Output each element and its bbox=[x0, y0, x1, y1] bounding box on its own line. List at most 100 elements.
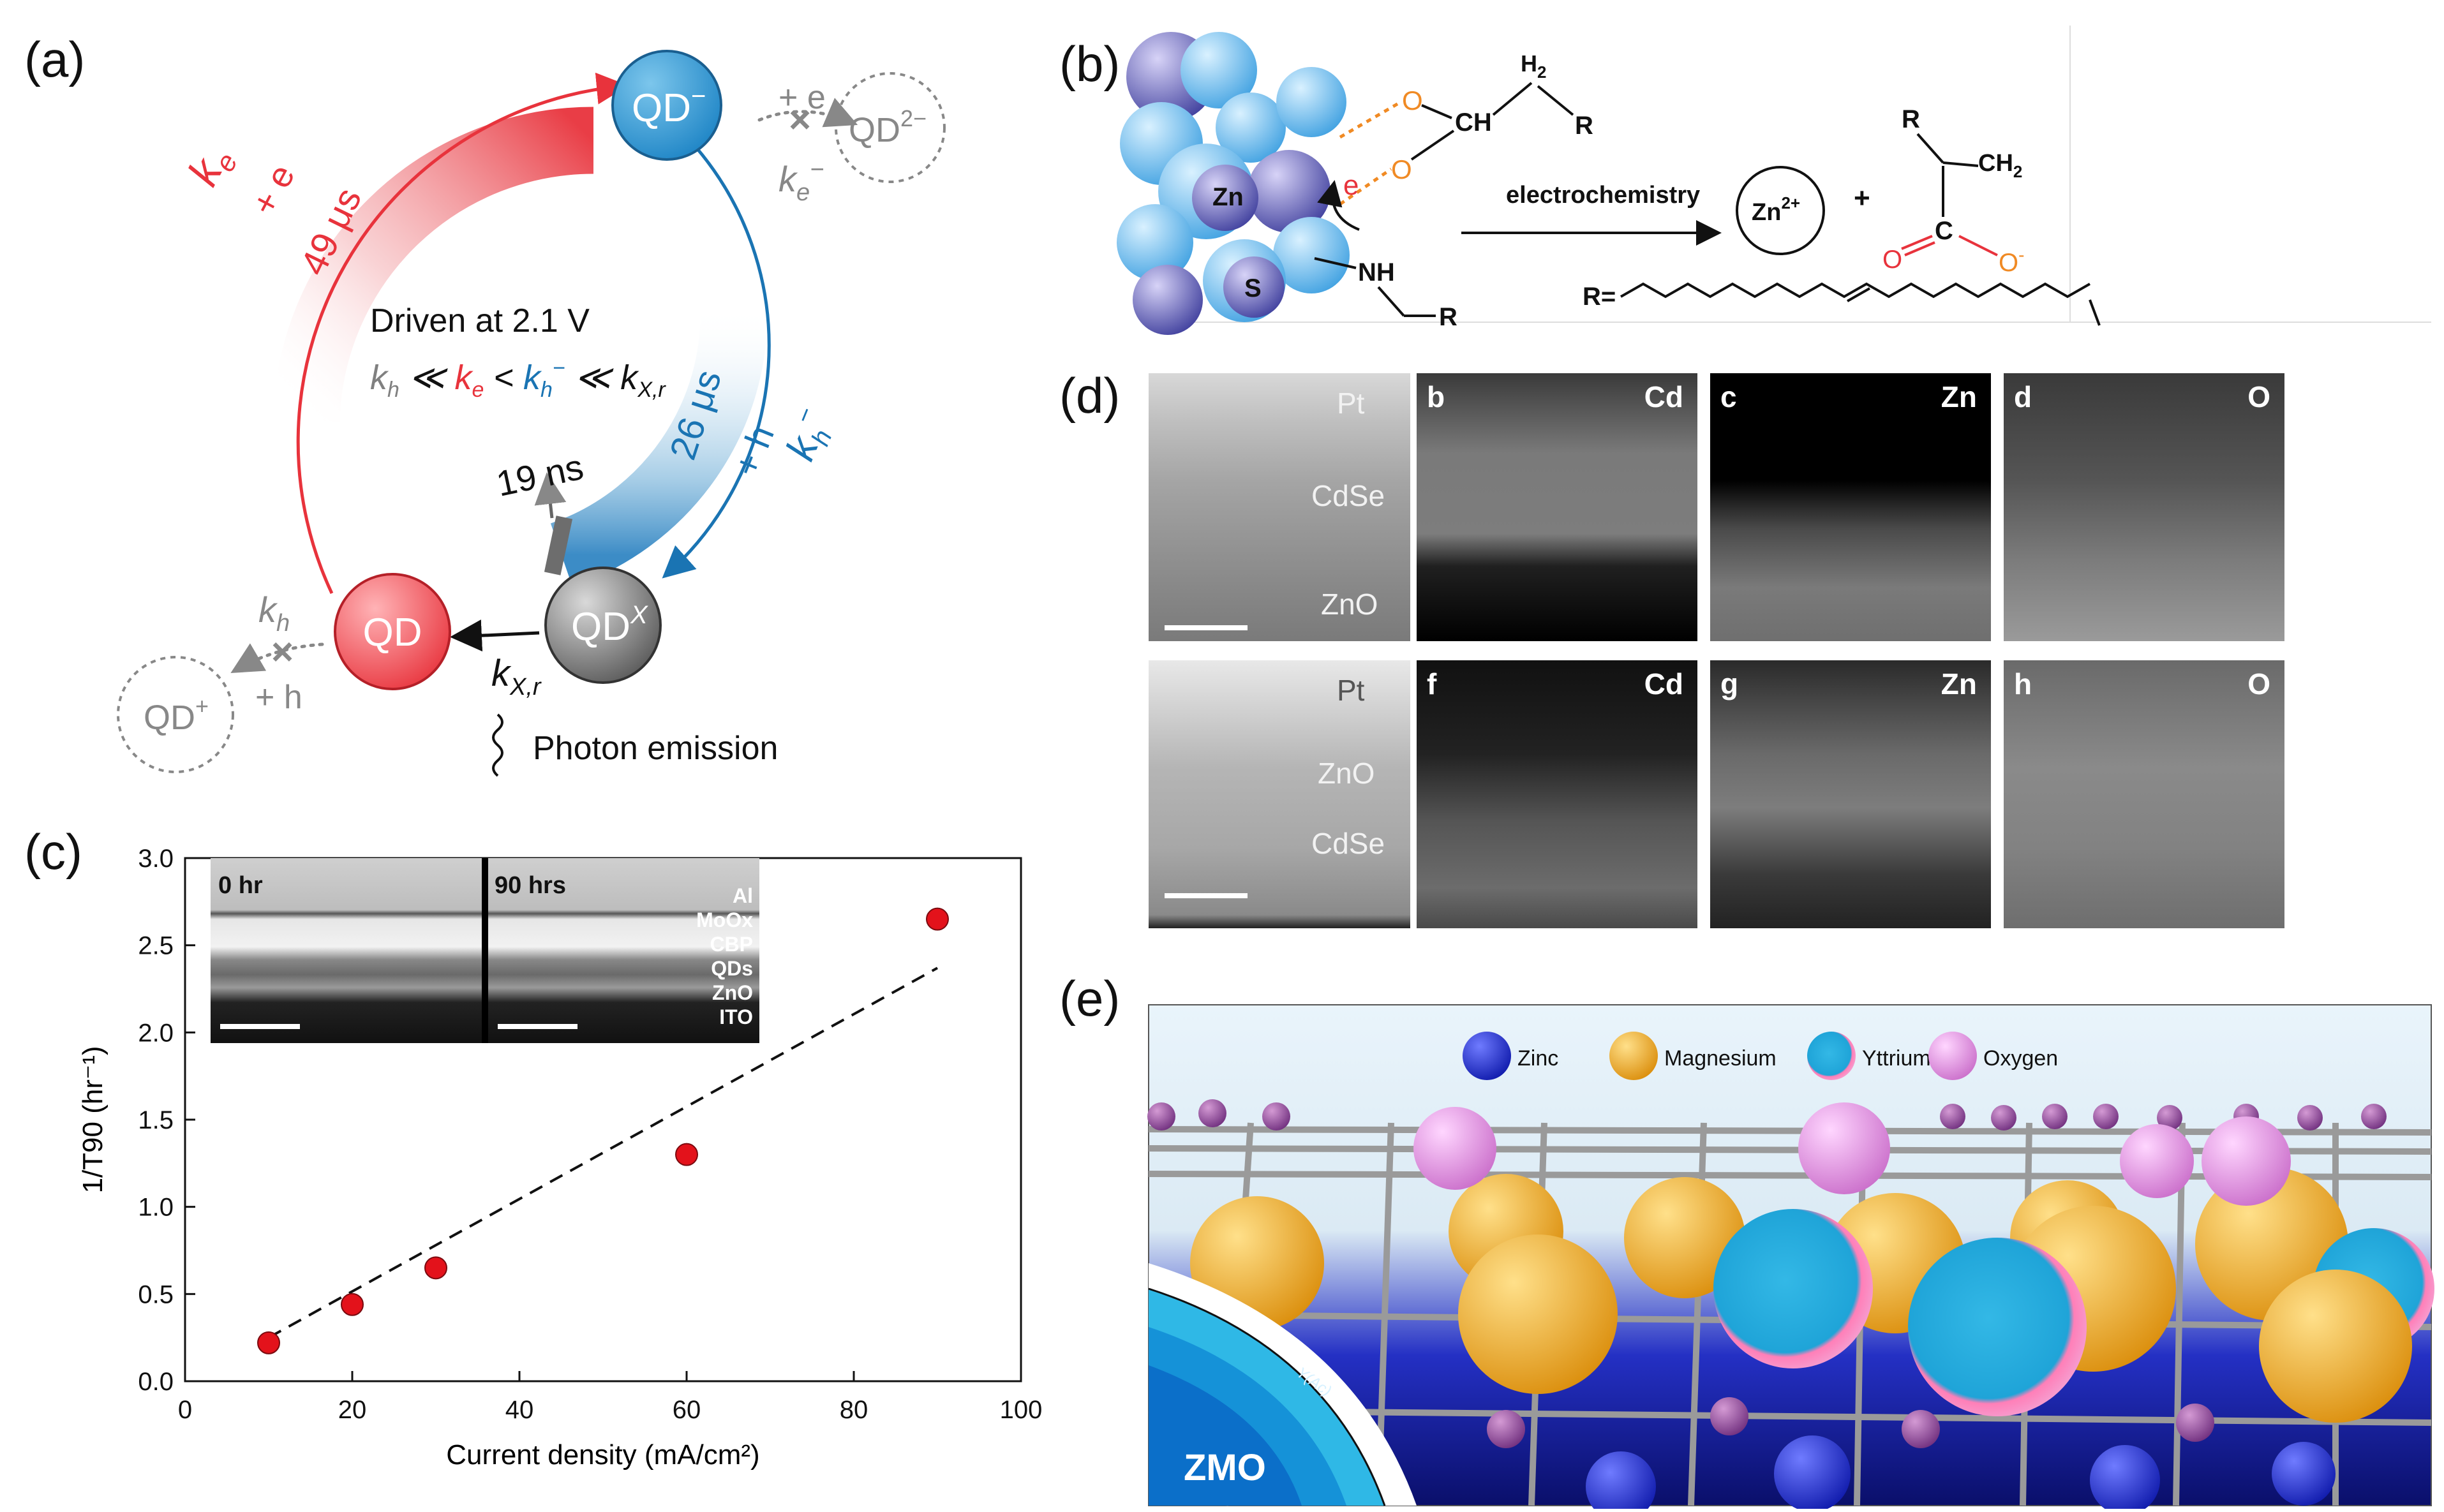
kh-label: kh bbox=[258, 589, 290, 637]
eds-map-o-row2: h O bbox=[2004, 660, 2284, 928]
driven-text: Driven at 2.1 V bbox=[370, 302, 590, 339]
tem-image-row1: Pt CdSe ZnO bbox=[1149, 373, 1410, 641]
qd-minus-label: QD− bbox=[632, 82, 706, 130]
blue-lifetime-band bbox=[550, 305, 768, 587]
tem-image-row2: Pt ZnO CdSe bbox=[1149, 660, 1410, 928]
y-tick-label: 2.5 bbox=[138, 932, 174, 960]
qd-2minus-node bbox=[835, 72, 946, 183]
ke-arrow bbox=[296, 72, 629, 595]
r-group-1: R bbox=[1575, 112, 1593, 140]
kh-minus-arrow bbox=[662, 145, 771, 579]
y-tick-label: 1.5 bbox=[138, 1106, 174, 1134]
scale-bar bbox=[1165, 893, 1248, 898]
plus-e-left: + e bbox=[243, 158, 302, 221]
r-group-3: R bbox=[1902, 105, 1920, 133]
panel-d-label: (d) bbox=[1059, 367, 1121, 424]
qd-node bbox=[334, 573, 451, 690]
tem-inset-90hrs: 90 hrs Al MoOx CBP QDs ZnO ITO bbox=[488, 858, 759, 1043]
zn2-label: Zn2+ bbox=[1752, 193, 1800, 226]
x-tick-label: 20 bbox=[338, 1396, 367, 1424]
panel-e: (e) Zinc Magnesium Yttrium Oxygen bbox=[1059, 931, 2444, 1512]
layer-label-zno: ZnO bbox=[1321, 588, 1378, 621]
o-atom-4: O- bbox=[1999, 245, 2024, 277]
qd-plus-label: QD+ bbox=[144, 693, 209, 737]
electrochemistry-label: electrochemistry bbox=[1506, 182, 1700, 209]
x-tick-label: 60 bbox=[673, 1396, 701, 1424]
r-definition: R= bbox=[1583, 283, 1616, 311]
crystal-illustration: Zinc Magnesium Yttrium Oxygen bbox=[1147, 1004, 2434, 1512]
cycle-diagram: × × QD− QD2− QD QDX QD+ ke + e 49 μs + e… bbox=[117, 50, 946, 777]
layer-label-zno: ZnO bbox=[1318, 757, 1375, 790]
y-tick-label: 0.5 bbox=[138, 1280, 174, 1308]
data-point bbox=[675, 1143, 698, 1166]
photon-wave-icon bbox=[492, 713, 503, 777]
y-tick-label: 1.0 bbox=[138, 1194, 174, 1222]
legend-swatch-zinc bbox=[1463, 1032, 1511, 1080]
eds-map-cd-row2: f Cd bbox=[1417, 660, 1697, 928]
legend: Zinc Magnesium Yttrium Oxygen bbox=[1463, 1032, 2058, 1080]
svg-text:Magnesium: Magnesium bbox=[1664, 1046, 1777, 1071]
y-axis-label: 1/T90 (hr⁻¹) bbox=[77, 1046, 108, 1193]
tem-inset-0hr: 0 hr bbox=[211, 858, 482, 1043]
panel-c-label: (c) bbox=[24, 824, 82, 880]
kh-minus-label: kh− bbox=[776, 403, 843, 469]
y-tick-label: 0.0 bbox=[138, 1368, 174, 1396]
plus-e-right: + e bbox=[779, 79, 826, 116]
o-atom-3: O bbox=[1882, 246, 1902, 274]
qd-x-label: QDX bbox=[571, 601, 648, 649]
x-tick-label: 0 bbox=[178, 1396, 192, 1424]
layer-label-cdse: CdSe bbox=[1311, 479, 1385, 512]
panel-e-label: (e) bbox=[1059, 970, 1121, 1027]
tem-inset: 0 hr 90 hrs Al MoOx CBP QDs ZnO ITO bbox=[211, 858, 759, 1043]
svg-text:Yttrium: Yttrium bbox=[1862, 1046, 1931, 1071]
ke-minus-label: ke− bbox=[779, 156, 824, 206]
ch2-group: CH2 bbox=[1978, 150, 2022, 181]
ke-label: ke bbox=[179, 138, 244, 196]
kxr-arrow bbox=[450, 619, 540, 652]
r-group-2: R bbox=[1439, 303, 1457, 331]
panel-a: (a) bbox=[0, 0, 1059, 785]
zn-atom-label: Zn bbox=[1212, 183, 1244, 211]
plus-sign: + bbox=[1854, 182, 1870, 214]
qd-2minus-label: QD2− bbox=[849, 105, 927, 149]
panel-a-label: (a) bbox=[24, 31, 86, 87]
scale-bar bbox=[1165, 625, 1248, 630]
eds-map-o-row1: d O bbox=[2004, 373, 2284, 641]
panel-d: (d) Pt CdSe ZnO b Cd c Zn d O Pt ZnO CdS… bbox=[1059, 357, 2444, 931]
eds-map-zn-row1: c Zn bbox=[1710, 373, 1991, 641]
rate-inequality: kh ≪ ke < kh− ≪ kX,r bbox=[370, 356, 666, 402]
red-lifetime-band bbox=[272, 107, 594, 422]
alkyl-chain bbox=[1620, 282, 2090, 299]
eds-map-zn-row2: g Zn bbox=[1710, 660, 1991, 928]
nh-group: NH bbox=[1358, 258, 1395, 286]
data-point bbox=[424, 1256, 447, 1280]
svg-text:×: × bbox=[271, 630, 294, 673]
svg-text:Zinc: Zinc bbox=[1517, 1046, 1558, 1071]
photon-emission: Photon emission bbox=[533, 730, 778, 767]
qd-plus-node bbox=[117, 656, 234, 773]
plus-h-left: + h bbox=[255, 679, 302, 716]
s-atom-label: S bbox=[1244, 274, 1262, 302]
legend-swatch-yttrium bbox=[1807, 1032, 1856, 1080]
panel-b-label: (b) bbox=[1059, 36, 1121, 92]
o-atom-2: O bbox=[1391, 154, 1412, 184]
atoms bbox=[1190, 1102, 2434, 1512]
data-point bbox=[341, 1293, 364, 1316]
svg-text:Oxygen: Oxygen bbox=[1983, 1046, 2058, 1071]
legend-swatch-magnesium bbox=[1609, 1032, 1658, 1080]
x-tick-label: 80 bbox=[840, 1396, 868, 1424]
o-atom-1: O bbox=[1402, 85, 1423, 115]
x-axis-label: Current density (mA/cm²) bbox=[446, 1439, 759, 1471]
layer-label-pt: Pt bbox=[1337, 674, 1365, 707]
eds-map-cd-row1: b Cd bbox=[1417, 373, 1697, 641]
kxr-label: kX,r bbox=[491, 653, 542, 700]
qd-x-node bbox=[544, 567, 662, 684]
legend-swatch-oxygen bbox=[1928, 1032, 1977, 1080]
x-tick-label: 100 bbox=[1000, 1396, 1043, 1424]
layer-label-pt: Pt bbox=[1337, 387, 1365, 420]
fit-line bbox=[268, 967, 938, 1339]
data-point bbox=[257, 1331, 280, 1354]
panel-b: (b) bbox=[1059, 0, 2444, 357]
